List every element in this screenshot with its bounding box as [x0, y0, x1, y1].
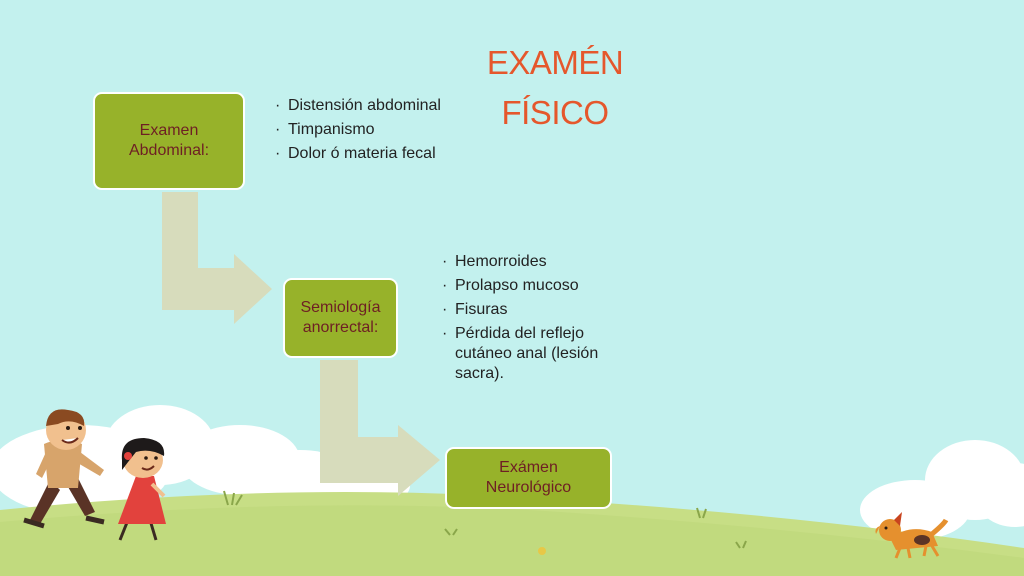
box-label: anorrectal:: [302, 319, 379, 336]
flow-arrow-2: [320, 360, 440, 496]
list-item: Hemorroides: [441, 252, 621, 272]
box-label: Abdominal:: [128, 142, 210, 159]
box-label: Semiología: [300, 299, 381, 316]
flow-arrow-1: [162, 192, 272, 324]
list-item: Dolor ó materia fecal: [274, 144, 459, 164]
box-label: Examen: [139, 122, 199, 139]
box-examen-abdominal: Examen Abdominal:: [93, 92, 245, 190]
box-label: Neurológico: [485, 479, 572, 496]
anorrectal-findings-list: Hemorroides Prolapso mucoso Fisuras Pérd…: [441, 252, 621, 388]
box-label: Exámen: [499, 459, 558, 476]
list-item: Pérdida del reflejo cutáneo anal (lesión…: [441, 324, 621, 384]
girl-illustration: [118, 438, 166, 541]
list-item: Distensión abdominal: [274, 96, 459, 116]
list-item: Timpanismo: [274, 120, 459, 140]
abdominal-findings-list: Distensión abdominal Timpanismo Dolor ó …: [274, 96, 459, 168]
boy-illustration: [23, 409, 105, 529]
list-item: Fisuras: [441, 300, 621, 320]
box-examen-neurologico: Exámen Neurológico: [445, 447, 612, 509]
title-line-2: FÍSICO: [501, 94, 609, 131]
title-line-1: EXAMÉN: [486, 44, 624, 81]
dog-illustration: [875, 512, 949, 559]
box-semiologia-anorrectal: Semiología anorrectal:: [283, 278, 398, 358]
list-item: Prolapso mucoso: [441, 276, 621, 296]
